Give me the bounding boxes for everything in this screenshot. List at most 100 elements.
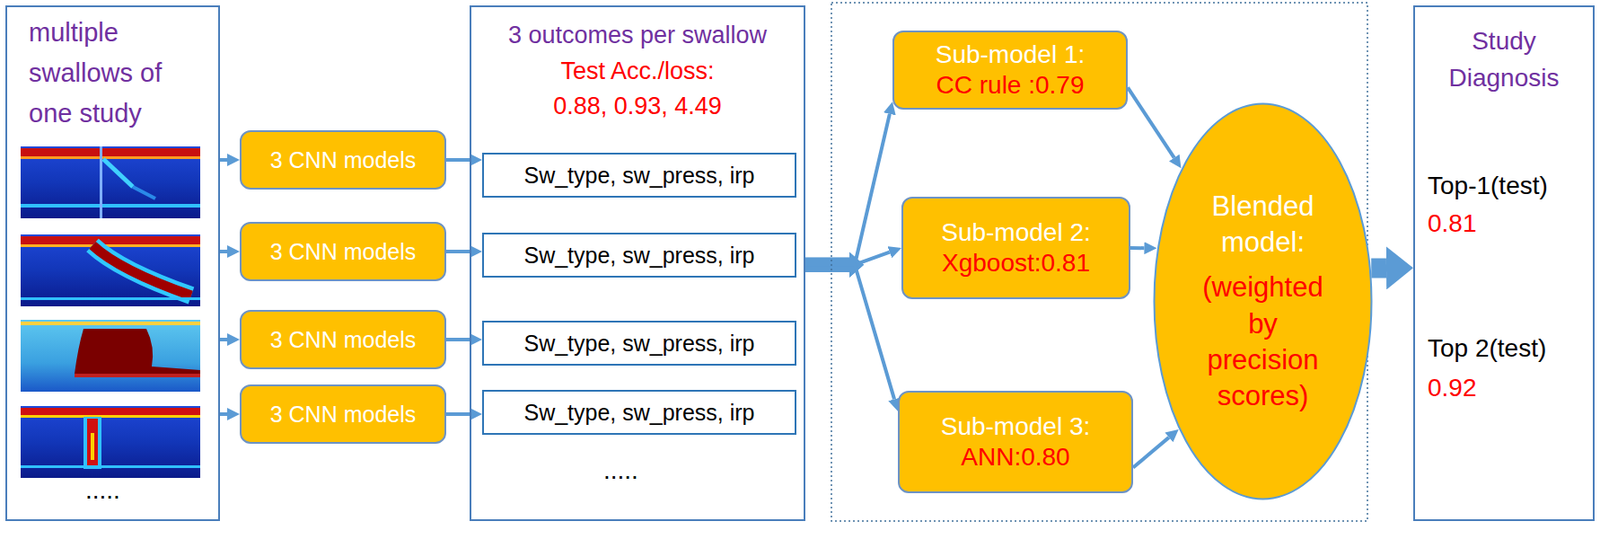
manometry-heatmap — [20, 319, 201, 392]
arrow-connector — [1133, 437, 1170, 468]
manometry-heatmap — [20, 234, 201, 307]
manometry-heatmap — [74, 328, 201, 374]
manometry-heatmap — [92, 245, 192, 296]
sub-model-box: Sub-model 1:CC rule :0.79 — [892, 30, 1128, 110]
node-heading: Sw_type, sw_press, irp — [523, 398, 755, 426]
outcome-panel: 3 outcomes per swallowTest Acc./loss: 0.… — [469, 5, 806, 521]
node-heading: Sw_type, sw_press, irp — [523, 241, 755, 269]
arrow-connector — [219, 339, 228, 341]
node-text: CC rule :0.79 — [936, 70, 1085, 101]
manometry-heatmap — [20, 146, 201, 219]
arrow-line — [805, 264, 895, 400]
node-heading: Sw_type, sw_press, irp — [523, 161, 755, 189]
node-heading: Sub-model 1: — [935, 39, 1086, 71]
outcome-box: Sw_type, sw_press, irp — [482, 232, 797, 278]
arrow-line — [1133, 437, 1170, 468]
arrow-line — [219, 158, 228, 162]
sub-model-box: Sub-model 2:Xgboost:0.81 — [901, 196, 1131, 299]
arrow-line — [446, 249, 470, 254]
manometry-heatmap — [83, 416, 102, 469]
node-heading: Sub-model 3: — [940, 411, 1091, 442]
node-heading: 3 CNN models — [270, 400, 417, 428]
node-heading: 3 CNN models — [270, 237, 417, 265]
arrow-connector — [805, 252, 895, 400]
arrow-line — [1127, 87, 1175, 158]
manometry-heatmap — [20, 244, 201, 247]
node-text: Top-1(test) — [1427, 170, 1548, 202]
manometry-heatmap — [20, 319, 201, 392]
node-heading: 3 outcomes per swallow — [471, 19, 804, 52]
node-text: Top 2(test) — [1427, 333, 1547, 364]
arrow-line — [805, 252, 890, 265]
cnn-model-box: 3 CNN models — [239, 221, 447, 282]
manometry-heatmap — [20, 407, 201, 415]
arrow-connector — [805, 114, 890, 278]
manometry-heatmap — [74, 373, 201, 378]
arrow-line — [219, 337, 228, 342]
node-text: (weighted by precision scores) — [1191, 269, 1336, 414]
cnn-model-box: 3 CNN models — [239, 130, 447, 190]
node-text: ANN:0.80 — [960, 441, 1070, 473]
arrow-line — [1130, 246, 1144, 250]
arrow-connector — [446, 339, 470, 341]
arrow-line — [446, 337, 470, 342]
arrow-connector — [219, 251, 228, 253]
cnn-model-box: 3 CNN models — [239, 384, 447, 444]
input-panel: multiple swallows of one study — [5, 5, 220, 521]
node-heading: Sw_type, sw_press, irp — [523, 329, 755, 357]
arrow-connector — [1130, 247, 1144, 249]
manometry-heatmap — [20, 297, 201, 300]
manometry-heatmap — [87, 418, 98, 467]
sub-model-box: Sub-model 3:ANN:0.80 — [897, 390, 1134, 493]
manometry-heatmap — [20, 148, 201, 157]
manometry-heatmap — [20, 203, 201, 208]
node-heading: Blended model: — [1195, 188, 1331, 262]
manometry-heatmap — [20, 321, 201, 326]
arrow-connector — [1127, 87, 1175, 158]
outcome-box: Sw_type, sw_press, irp — [482, 152, 797, 198]
node-text: 0.92 — [1427, 372, 1477, 404]
manometry-heatmap — [92, 245, 192, 296]
manometry-heatmap — [99, 146, 103, 219]
manometry-heatmap — [103, 158, 133, 187]
manometry-heatmap — [20, 465, 201, 468]
arrow-line — [219, 249, 228, 254]
outcome-box: Sw_type, sw_press, irp — [482, 389, 797, 435]
arrow-connector — [446, 251, 470, 253]
blended-model-ellipse: Blended model:(weighted by precision sco… — [1152, 102, 1373, 501]
arrow-line — [219, 412, 228, 416]
ellipsis-label: ..... — [603, 456, 639, 485]
manometry-heatmap — [20, 405, 201, 478]
arrow-line — [1371, 257, 1387, 278]
arrow-line — [805, 114, 890, 265]
arrow-connector — [219, 159, 228, 161]
diagnosis-panel: Study DiagnosisTop-1(test) 0.81Top 2(test… — [1413, 5, 1595, 521]
node-heading: multiple swallows of one study — [28, 12, 193, 134]
node-heading: Sub-model 2: — [940, 217, 1091, 248]
manometry-heatmap — [20, 156, 201, 159]
cnn-model-box: 3 CNN models — [239, 309, 447, 370]
node-text: 0.81 — [1427, 208, 1477, 239]
node-heading: Study Diagnosis — [1415, 23, 1593, 97]
manometry-heatmap — [20, 146, 201, 219]
ellipse-shape — [1154, 104, 1372, 500]
arrow-connector — [446, 159, 470, 161]
node-heading: 3 CNN models — [270, 325, 417, 353]
node-heading: 3 CNN models — [270, 146, 417, 174]
manometry-heatmap — [20, 414, 201, 418]
outcome-box: Sw_type, sw_press, irp — [482, 320, 797, 366]
manometry-heatmap — [90, 432, 95, 460]
manometry-heatmap — [20, 236, 201, 245]
arrow-connector — [446, 413, 470, 415]
node-text: Xgboost:0.81 — [941, 247, 1091, 279]
arrow-line — [446, 412, 470, 416]
manometry-heatmap — [20, 234, 201, 307]
ellipsis-label: ..... — [85, 475, 121, 505]
arrow-connector — [1371, 267, 1387, 269]
manometry-heatmap — [132, 186, 156, 199]
arrow-connector — [219, 413, 228, 415]
arrow-line — [446, 158, 470, 162]
node-text: Test Acc./loss: 0.88, 0.93, 4.49 — [534, 53, 741, 124]
manometry-heatmap — [20, 405, 201, 478]
